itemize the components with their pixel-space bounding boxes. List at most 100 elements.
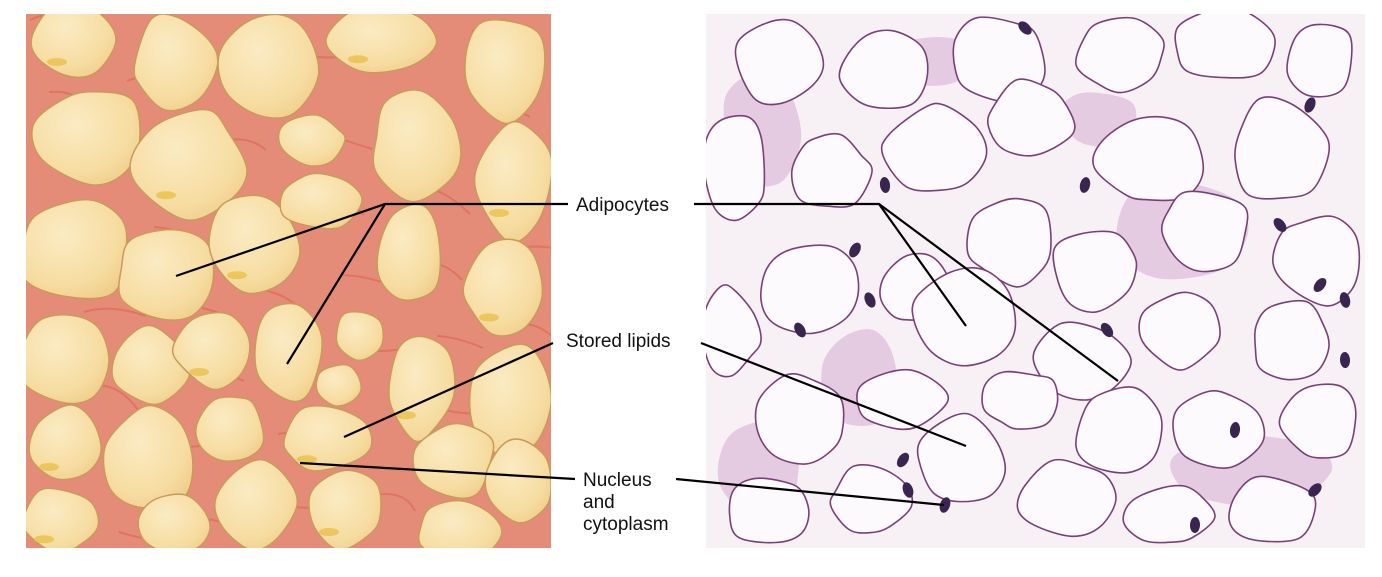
micrograph-panel — [706, 14, 1365, 548]
micrograph-adipocyte — [728, 477, 810, 544]
micrograph-nucleus — [1304, 97, 1316, 113]
micrograph-adipocyte — [790, 132, 873, 208]
micrograph-adipocyte — [1286, 23, 1353, 98]
micrograph-adipocyte — [1174, 14, 1276, 79]
adipocyte — [217, 14, 320, 119]
adipocyte — [464, 19, 546, 125]
leader-lines — [175, 202, 1119, 507]
micrograph-adipocyte — [760, 244, 860, 335]
micrograph-nucleus — [849, 242, 861, 258]
adipocyte — [171, 311, 251, 391]
adipocyte — [388, 335, 456, 443]
micrograph-nucleus — [939, 497, 951, 513]
adipocyte — [473, 121, 551, 244]
illustration-panel — [26, 14, 551, 548]
micrograph-nucleus — [896, 452, 910, 468]
micrograph-adipocyte — [734, 18, 825, 106]
adipocyte-body — [484, 438, 551, 524]
adipocyte-body — [462, 238, 544, 337]
micrograph-adipocyte — [1172, 390, 1266, 469]
adipocyte — [28, 404, 102, 481]
micrograph-nucleus — [1313, 278, 1327, 292]
adipocyte-body — [417, 499, 503, 548]
micrograph-adipocyte — [1075, 386, 1163, 474]
label-stored-lipids-text: Stored lipids — [566, 331, 671, 352]
connective-fiber — [436, 335, 484, 349]
adipocyte-nucleus — [479, 313, 499, 322]
adipocyte-nucleus — [489, 209, 509, 217]
adipocyte — [417, 499, 503, 548]
adipocyte-body — [118, 228, 215, 321]
label-nucleus-line-2: and — [583, 492, 615, 513]
micrograph-nuclei — [794, 21, 1351, 533]
adipocyte — [462, 238, 544, 337]
micrograph-adipocyte — [1272, 215, 1361, 307]
micrograph-adipocyte — [911, 266, 1017, 367]
adipocyte-body — [372, 89, 462, 203]
adipocyte-body — [217, 14, 320, 119]
adipocyte-nucleus — [396, 411, 416, 420]
adipocyte-body — [26, 199, 128, 300]
label-adipocytes: Adipocytes — [574, 195, 671, 217]
micrograph-nucleus — [1273, 218, 1287, 232]
adipocyte — [308, 469, 382, 548]
adipocyte — [118, 228, 215, 321]
adipocyte — [335, 310, 384, 362]
adipocyte — [315, 363, 362, 407]
adipocyte-nucleus — [189, 368, 209, 376]
micrograph-adipocyte — [838, 29, 929, 110]
leader-nucleus-right — [675, 477, 945, 507]
adipocyte-nucleus — [34, 535, 54, 544]
adipocyte — [26, 487, 100, 548]
adipocyte-body — [464, 19, 546, 125]
micrograph-adipocyte — [986, 78, 1076, 157]
micrograph-nucleus — [1339, 352, 1351, 368]
micrograph-nucleus — [902, 482, 914, 498]
micrograph-adipocyte — [754, 372, 845, 465]
adipocyte — [26, 199, 128, 300]
adipocyte — [484, 438, 551, 524]
leader-adipocytes-left-2 — [286, 203, 386, 365]
adipocyte-body — [26, 487, 100, 548]
label-nucleus-line-1: Nucleus — [583, 470, 652, 491]
micrograph-nucleus — [794, 322, 806, 338]
adipocyte — [133, 14, 219, 112]
micrograph-adipocyte — [1254, 299, 1330, 381]
adipocyte-body — [254, 302, 323, 403]
adipocyte — [325, 14, 438, 74]
label-stored-lipids: Stored lipids — [564, 331, 673, 353]
adipocyte-body — [279, 172, 363, 230]
adipocyte-body — [26, 314, 110, 405]
adipocyte-cells — [26, 14, 551, 548]
adipocyte-body — [28, 404, 102, 481]
micrograph-nucleus — [1229, 422, 1241, 438]
adipocyte-body — [195, 396, 265, 462]
label-adipocytes-text: Adipocytes — [576, 195, 669, 216]
adipocyte-body — [31, 90, 141, 186]
micrograph-adipocyte — [1138, 291, 1221, 371]
leader-lipids-right — [700, 341, 967, 448]
micrograph-adipocyte — [1016, 458, 1117, 538]
adipocyte-nucleus — [319, 528, 339, 536]
leader-lipids-left — [343, 341, 554, 439]
adipocyte — [279, 172, 363, 230]
micrograph-adipocyte — [1075, 16, 1165, 94]
connective-fiber — [83, 307, 147, 317]
micrograph-nucleus — [1018, 21, 1032, 35]
adipocyte — [137, 493, 211, 548]
micrograph-adipocyte — [1052, 230, 1138, 314]
micrograph-nucleus — [879, 177, 891, 193]
micrograph-nucleus — [1100, 322, 1114, 338]
adipocyte-body — [315, 363, 362, 407]
adipocyte-body — [376, 203, 442, 301]
adipocyte-nucleus — [156, 191, 176, 200]
micrograph-adipocyte — [966, 197, 1052, 288]
micrograph-nucleus — [1079, 177, 1091, 193]
adipocyte-body — [214, 458, 299, 548]
adipocyte — [412, 422, 495, 500]
adipocyte — [254, 302, 323, 403]
micrograph-adipocyte — [1278, 383, 1357, 459]
micrograph-adipocyte — [1092, 115, 1205, 202]
